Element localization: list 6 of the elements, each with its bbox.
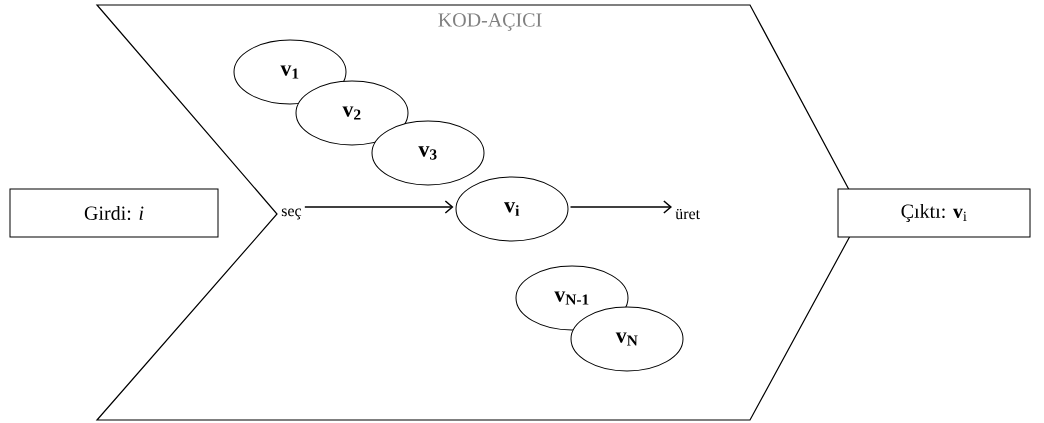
step-label: seç bbox=[281, 208, 302, 220]
arrow bbox=[569, 200, 672, 214]
labeled-box: Girdi: i bbox=[9, 188, 219, 238]
labeled-box: Çıktı: v$_{i}$ bbox=[837, 188, 1031, 238]
step-label: üret bbox=[675, 208, 700, 220]
arrow bbox=[304, 200, 454, 214]
